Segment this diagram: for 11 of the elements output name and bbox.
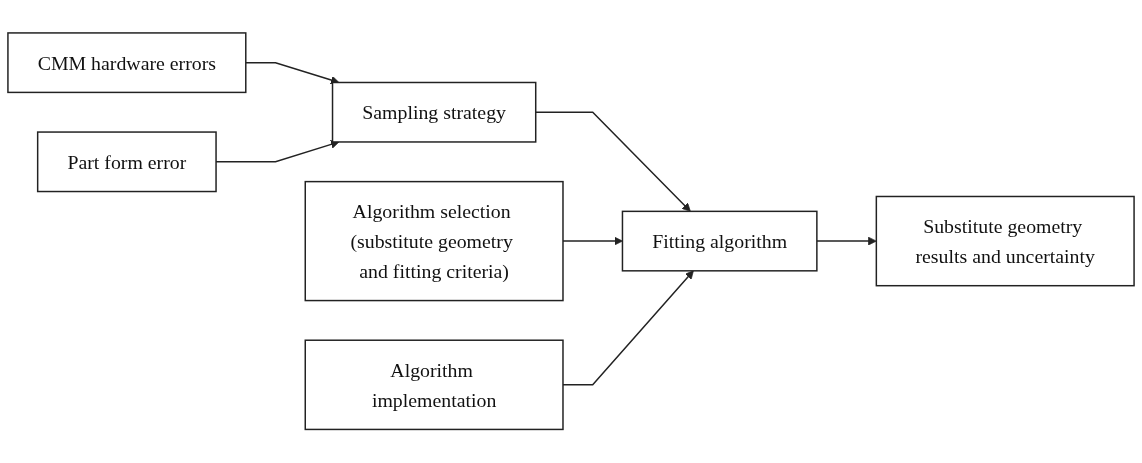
arrow (562, 270, 694, 386)
node-box: Fitting algorithm (621, 210, 818, 272)
arrow (562, 237, 623, 246)
node-box: Substitute geometry results and uncertainty (875, 196, 1135, 287)
node-box: CMM hardware errors (7, 32, 247, 94)
arrow (816, 237, 877, 246)
arrow (245, 62, 340, 85)
node-box: Algorithm implementation (304, 339, 564, 431)
node-box: Sampling strategy (331, 82, 537, 144)
node-box: Part form error (36, 131, 217, 193)
node-box: Algorithm selection (substitute geometry and fitting criteria) (304, 181, 564, 302)
